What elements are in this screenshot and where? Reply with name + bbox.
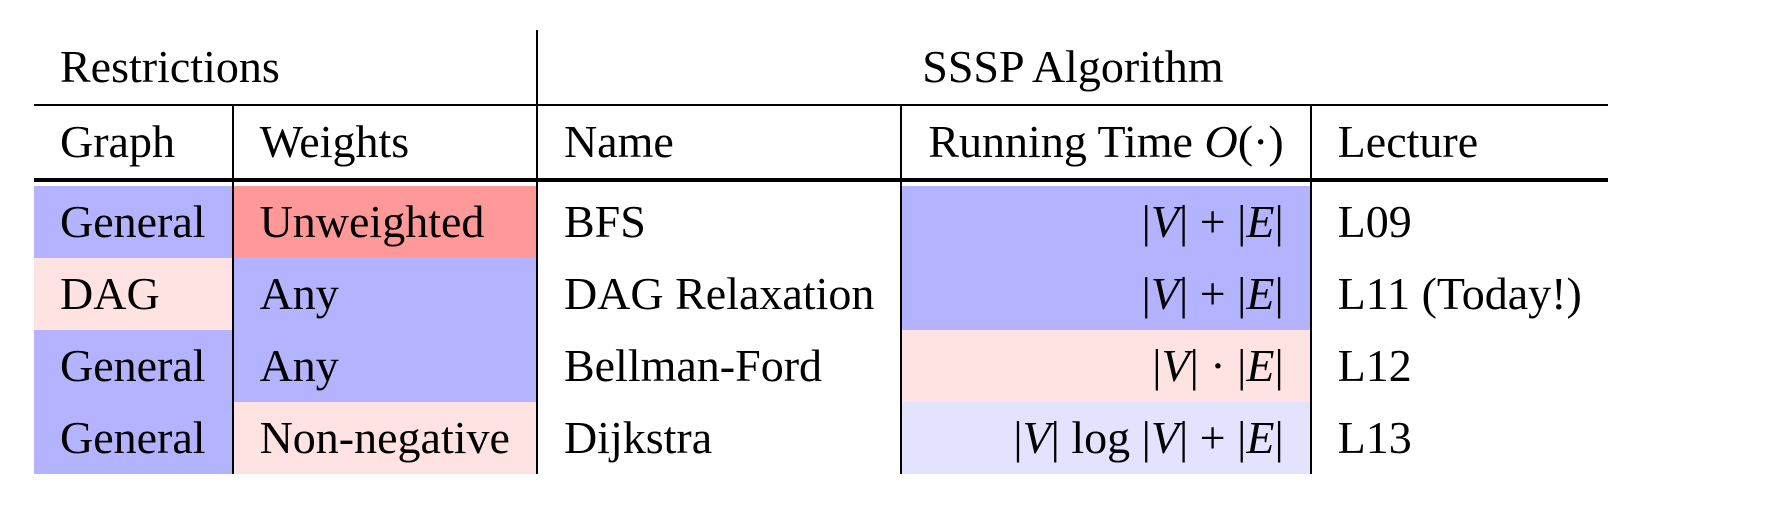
cell-lecture: L13: [1309, 402, 1608, 474]
column-header-row: Graph Weights Name Running Time O(·) Lec…: [34, 104, 1608, 179]
cell-lecture: L12: [1309, 330, 1608, 402]
cell-weights: Any: [231, 258, 537, 330]
sssp-table-container: Restrictions SSSP Algorithm Graph Weight…: [34, 30, 1694, 474]
header-lecture: Lecture: [1309, 104, 1608, 179]
sssp-algorithm-group-header: SSSP Algorithm: [535, 30, 1608, 105]
table-row: DAG Any DAG Relaxation |V| + |E| L11 (To…: [34, 258, 1608, 330]
cell-graph: DAG: [34, 258, 233, 330]
cell-graph: General: [34, 330, 233, 402]
header-weights: Weights: [231, 104, 537, 179]
cell-weights: Unweighted: [231, 186, 537, 258]
cell-name: Dijkstra: [535, 402, 902, 474]
header-name: Name: [535, 104, 902, 179]
cell-running-time: |V| log |V| + |E|: [900, 402, 1311, 474]
cell-graph: General: [34, 186, 233, 258]
sssp-algorithms-table: Restrictions SSSP Algorithm Graph Weight…: [34, 30, 1608, 474]
table-row: General Unweighted BFS |V| + |E| L09: [34, 186, 1608, 258]
group-header-row: Restrictions SSSP Algorithm: [34, 30, 1608, 105]
cell-name: Bellman-Ford: [535, 330, 902, 402]
header-rule-top: [34, 178, 1608, 181]
cell-running-time: |V| + |E|: [900, 186, 1311, 258]
table-row: General Non-negative Dijkstra |V| log |V…: [34, 402, 1608, 474]
cell-running-time: |V| + |E|: [900, 258, 1311, 330]
cell-lecture: L09: [1309, 186, 1608, 258]
cell-name: BFS: [535, 186, 902, 258]
cell-weights: Any: [231, 330, 537, 402]
cell-running-time: |V| · |E|: [900, 330, 1311, 402]
table-row: General Any Bellman-Ford |V| · |E| L12: [34, 330, 1608, 402]
cell-weights: Non-negative: [231, 402, 537, 474]
header-graph: Graph: [34, 104, 233, 179]
cell-graph: General: [34, 402, 233, 474]
restrictions-group-header: Restrictions: [60, 41, 280, 92]
header-running-time: Running Time O(·): [900, 104, 1311, 179]
header-rule-bottom: [34, 180, 1608, 186]
cell-name: DAG Relaxation: [535, 258, 902, 330]
cell-lecture: L11 (Today!): [1309, 258, 1608, 330]
